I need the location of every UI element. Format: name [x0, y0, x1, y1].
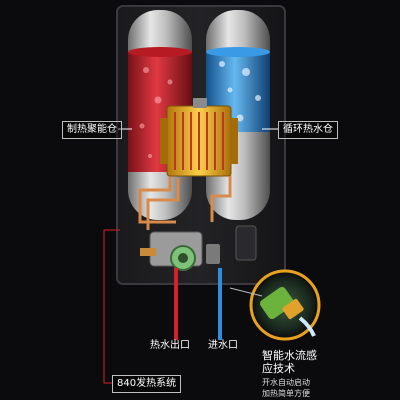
left-tank-label: 制热聚能仓 [62, 121, 122, 139]
valve-assembly [140, 225, 257, 271]
sensor-title-line2: 应技术 [262, 362, 295, 375]
sensor-pointer [229, 287, 263, 297]
sensor-desc-line1: 开水自动启动 [262, 378, 310, 387]
cold-inlet-label: 进水口 [208, 340, 238, 351]
hot-outlet-label: 热水出口 [150, 340, 190, 351]
copper-pipes [138, 175, 232, 230]
sensor-title-line1: 智能水流感 [262, 349, 317, 362]
heating-element-icon [160, 98, 238, 177]
right-tank-label: 循环热水仓 [278, 121, 338, 139]
water-flow-sensor-icon [249, 269, 321, 341]
sensor-desc-line2: 加热简单方便 [262, 389, 310, 398]
system-label-pointer [103, 229, 120, 384]
heating-system-label: 840发热系统 [112, 375, 182, 393]
